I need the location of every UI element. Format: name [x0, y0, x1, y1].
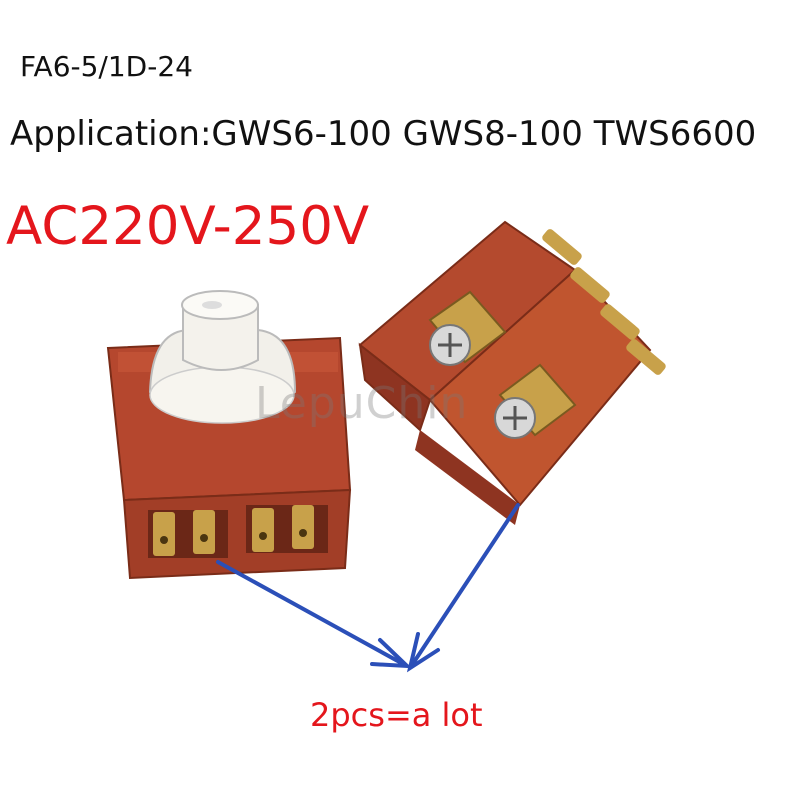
- application-text: Application:GWS6-100 GWS8-100 TWS6600: [10, 114, 757, 154]
- right-switch: [358, 220, 666, 525]
- left-terminals: [148, 505, 328, 558]
- watermark: LepuChin: [255, 378, 469, 429]
- quantity-label: 2pcs=a lot: [310, 696, 483, 734]
- model-number: FA6-5/1D-24: [20, 50, 193, 83]
- screw-terminal-bottom: [494, 363, 577, 439]
- voltage-rating: AC220V-250V: [6, 196, 370, 257]
- push-button: [148, 290, 297, 424]
- screw-terminal-top: [428, 290, 507, 366]
- pointer-arrows: [216, 503, 520, 673]
- left-switch: [106, 290, 352, 580]
